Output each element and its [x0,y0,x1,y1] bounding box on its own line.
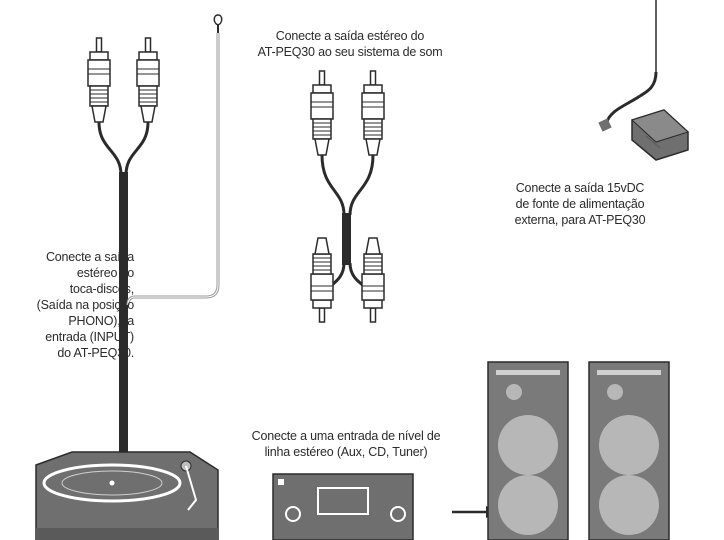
turntable [35,451,219,540]
power-supply-caption: Conecte a saída 15vDC de fonte de alimen… [514,181,646,227]
power-supply-adapter [598,0,689,161]
ground-wire [126,14,223,306]
speaker-left [487,361,569,540]
speaker-right [588,361,670,540]
stereo-output-caption: Conecte a saída estéreo do AT-PEQ30 ao s… [257,29,443,59]
output-rca-cable [310,70,385,323]
line-input-caption: Conecte a uma entrada de nível de linha … [251,429,441,459]
turntable-rca-cable [87,37,160,468]
turntable-caption: Conecte a saída estéreo do toca-discos, … [36,250,135,360]
amplifier-receiver [272,473,414,540]
